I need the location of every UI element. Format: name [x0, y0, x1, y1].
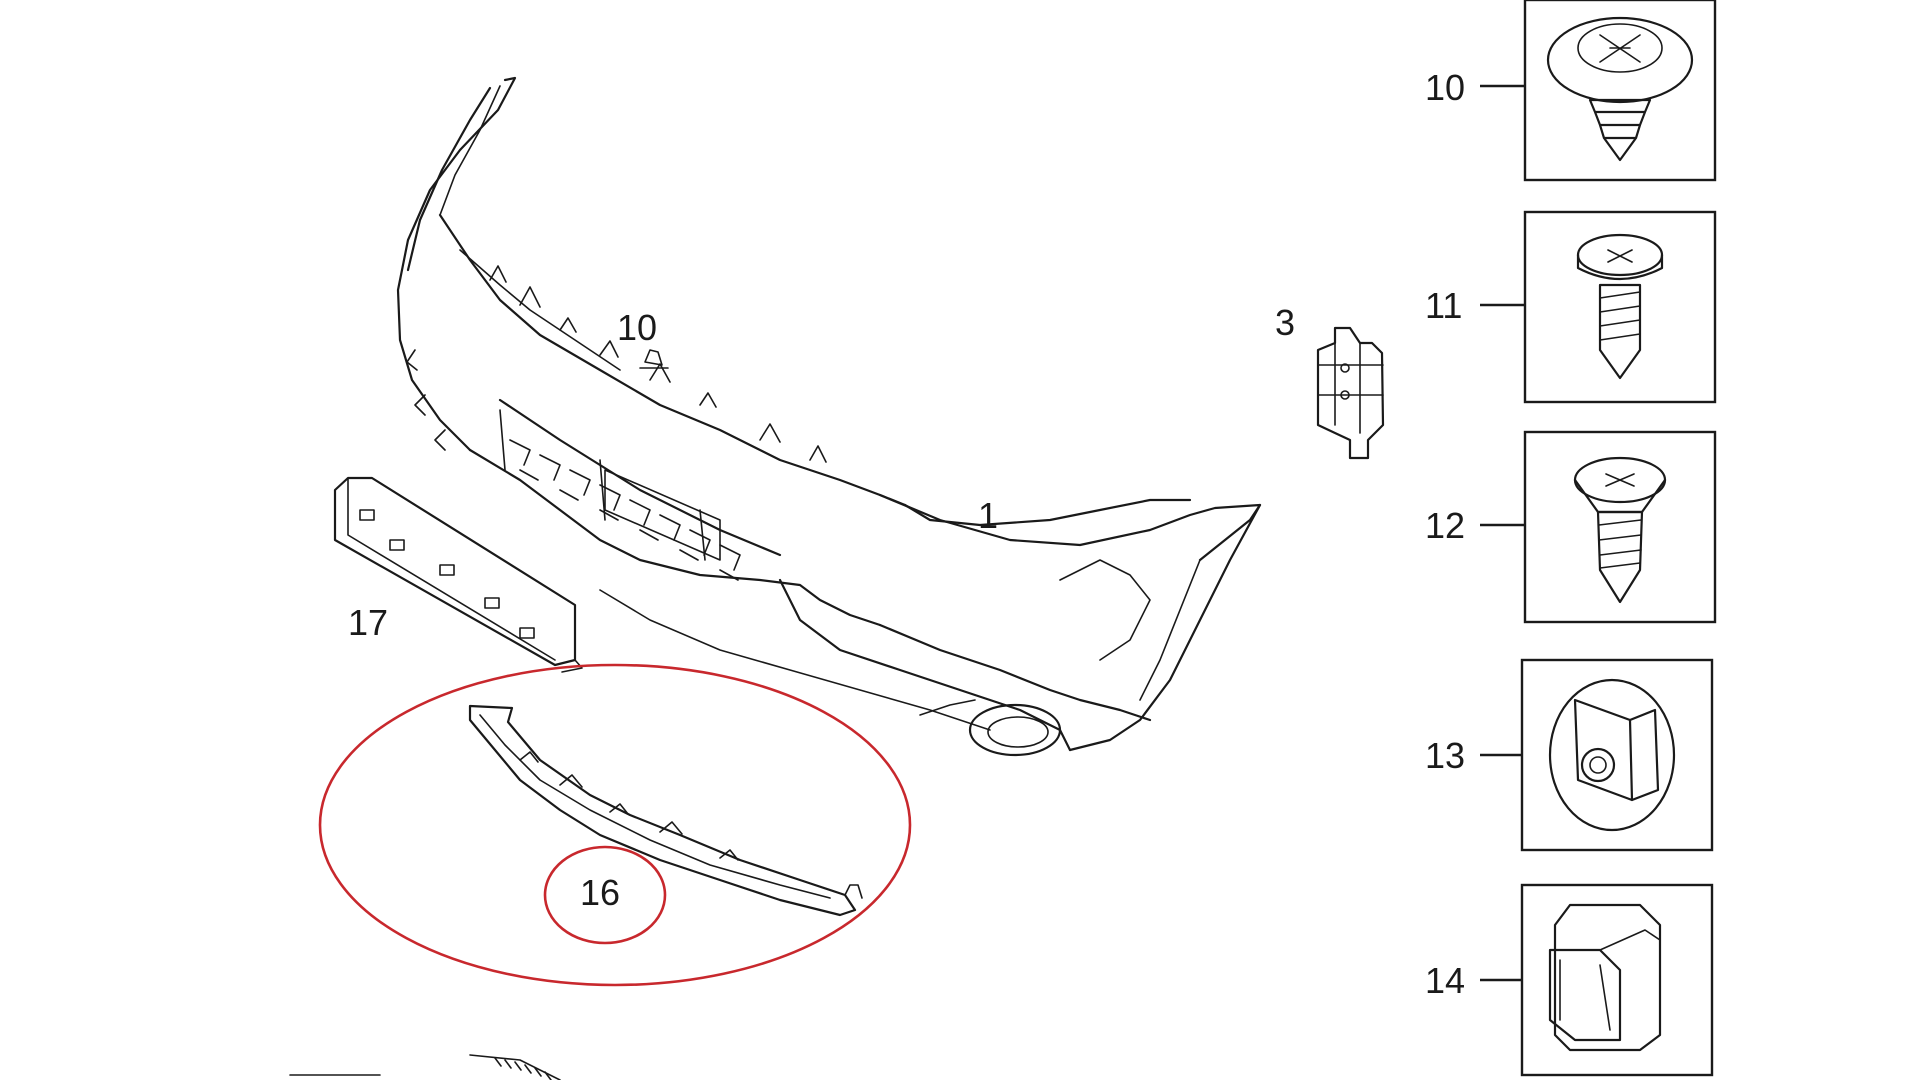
callout-lower-strip: 16 — [580, 872, 620, 913]
countersunk-screw-icon — [1573, 456, 1667, 604]
callout-bracket: 3 — [1275, 302, 1295, 343]
bracket-part — [1316, 326, 1385, 460]
highlight-ellipse-large — [318, 663, 912, 987]
clip-icon — [639, 349, 669, 369]
callout-bumper: 1 — [978, 495, 998, 536]
fastener-label-10: 10 — [1425, 67, 1465, 108]
u-nut-clip-icon — [1548, 903, 1662, 1052]
fastener-label-11: 11 — [1425, 285, 1462, 326]
front-bumper-cover — [396, 76, 1262, 757]
fastener-10: 10 — [1425, 0, 1717, 182]
fastener-label-13: 13 — [1425, 735, 1465, 776]
cropped-fragment — [289, 1054, 561, 1080]
fastener-14: 14 — [1425, 883, 1714, 1077]
callout-plate-bracket: 17 — [348, 602, 388, 643]
fastener-12: 12 — [1425, 430, 1717, 624]
retainer-clip-icon — [1548, 678, 1676, 832]
lower-trim-strip — [468, 704, 863, 917]
highlight-ellipse-small — [543, 845, 667, 945]
pan-head-screw-icon — [1576, 233, 1664, 380]
license-plate-bracket — [333, 476, 583, 673]
fastener-13: 13 — [1425, 658, 1714, 852]
callout-clip: 10 — [617, 307, 657, 348]
fastener-11: 11 — [1425, 210, 1717, 404]
fastener-label-14: 14 — [1425, 960, 1465, 1001]
push-rivet-icon — [1546, 16, 1694, 162]
fastener-label-12: 12 — [1425, 505, 1465, 546]
